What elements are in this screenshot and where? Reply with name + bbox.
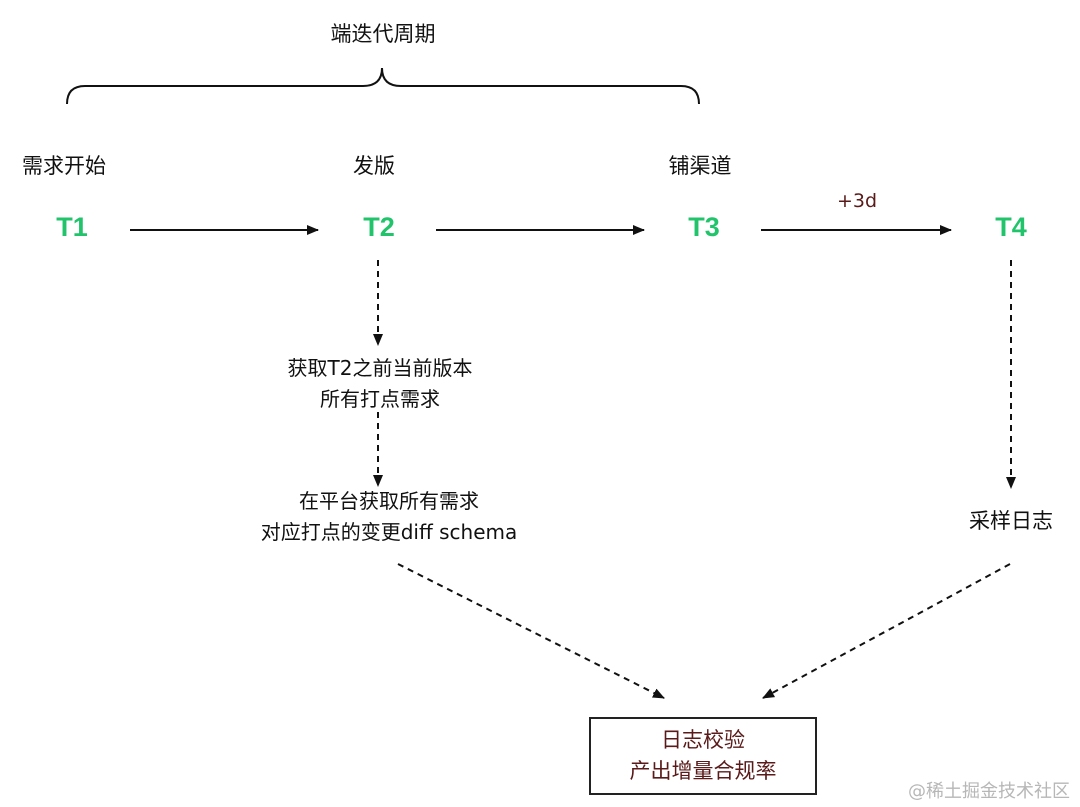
sampling-log-label: 采样日志: [969, 509, 1053, 533]
dashed-arrow-sampling-result: [762, 563, 1011, 699]
step2-text: 在平台获取所有需求 对应打点的变更diff schema: [261, 486, 518, 548]
result-line2: 产出增量合规率: [629, 759, 777, 783]
cycle-brace: [66, 67, 700, 105]
watermark: @稀土掘金技术社区: [908, 781, 1070, 802]
delay-label: +3d: [836, 190, 878, 212]
step2-line1: 在平台获取所有需求: [299, 489, 479, 513]
milestone-t2: T2: [363, 212, 395, 242]
step1-text: 获取T2之前当前版本 所有打点需求: [288, 353, 473, 415]
milestone-t3: T3: [688, 212, 720, 242]
result-box: 日志校验 产出增量合规率: [589, 717, 817, 795]
step1-line1: 获取T2之前当前版本: [287, 356, 473, 380]
event-label-t1: 需求开始: [22, 154, 106, 178]
event-label-t2: 发版: [353, 154, 395, 178]
milestone-t4: T4: [995, 212, 1027, 242]
step2-line2: 对应打点的变更diff schema: [260, 520, 518, 544]
cycle-label: 端迭代周期: [330, 22, 436, 46]
result-line1: 日志校验: [661, 728, 745, 752]
step1-line2: 所有打点需求: [319, 387, 440, 411]
event-label-t3: 铺渠道: [668, 154, 732, 178]
milestone-t1: T1: [56, 212, 88, 242]
dashed-arrow-step2-result: [397, 563, 665, 699]
